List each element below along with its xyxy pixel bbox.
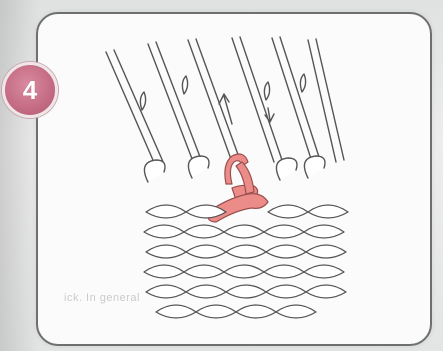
step-number: 4 bbox=[23, 77, 37, 103]
step-number-badge: 4 bbox=[2, 62, 58, 118]
faded-caption-text: ick. In general bbox=[64, 292, 140, 304]
knit-fabric bbox=[144, 205, 348, 318]
needle-latches bbox=[140, 74, 305, 110]
page-edge-shadow bbox=[0, 0, 40, 351]
